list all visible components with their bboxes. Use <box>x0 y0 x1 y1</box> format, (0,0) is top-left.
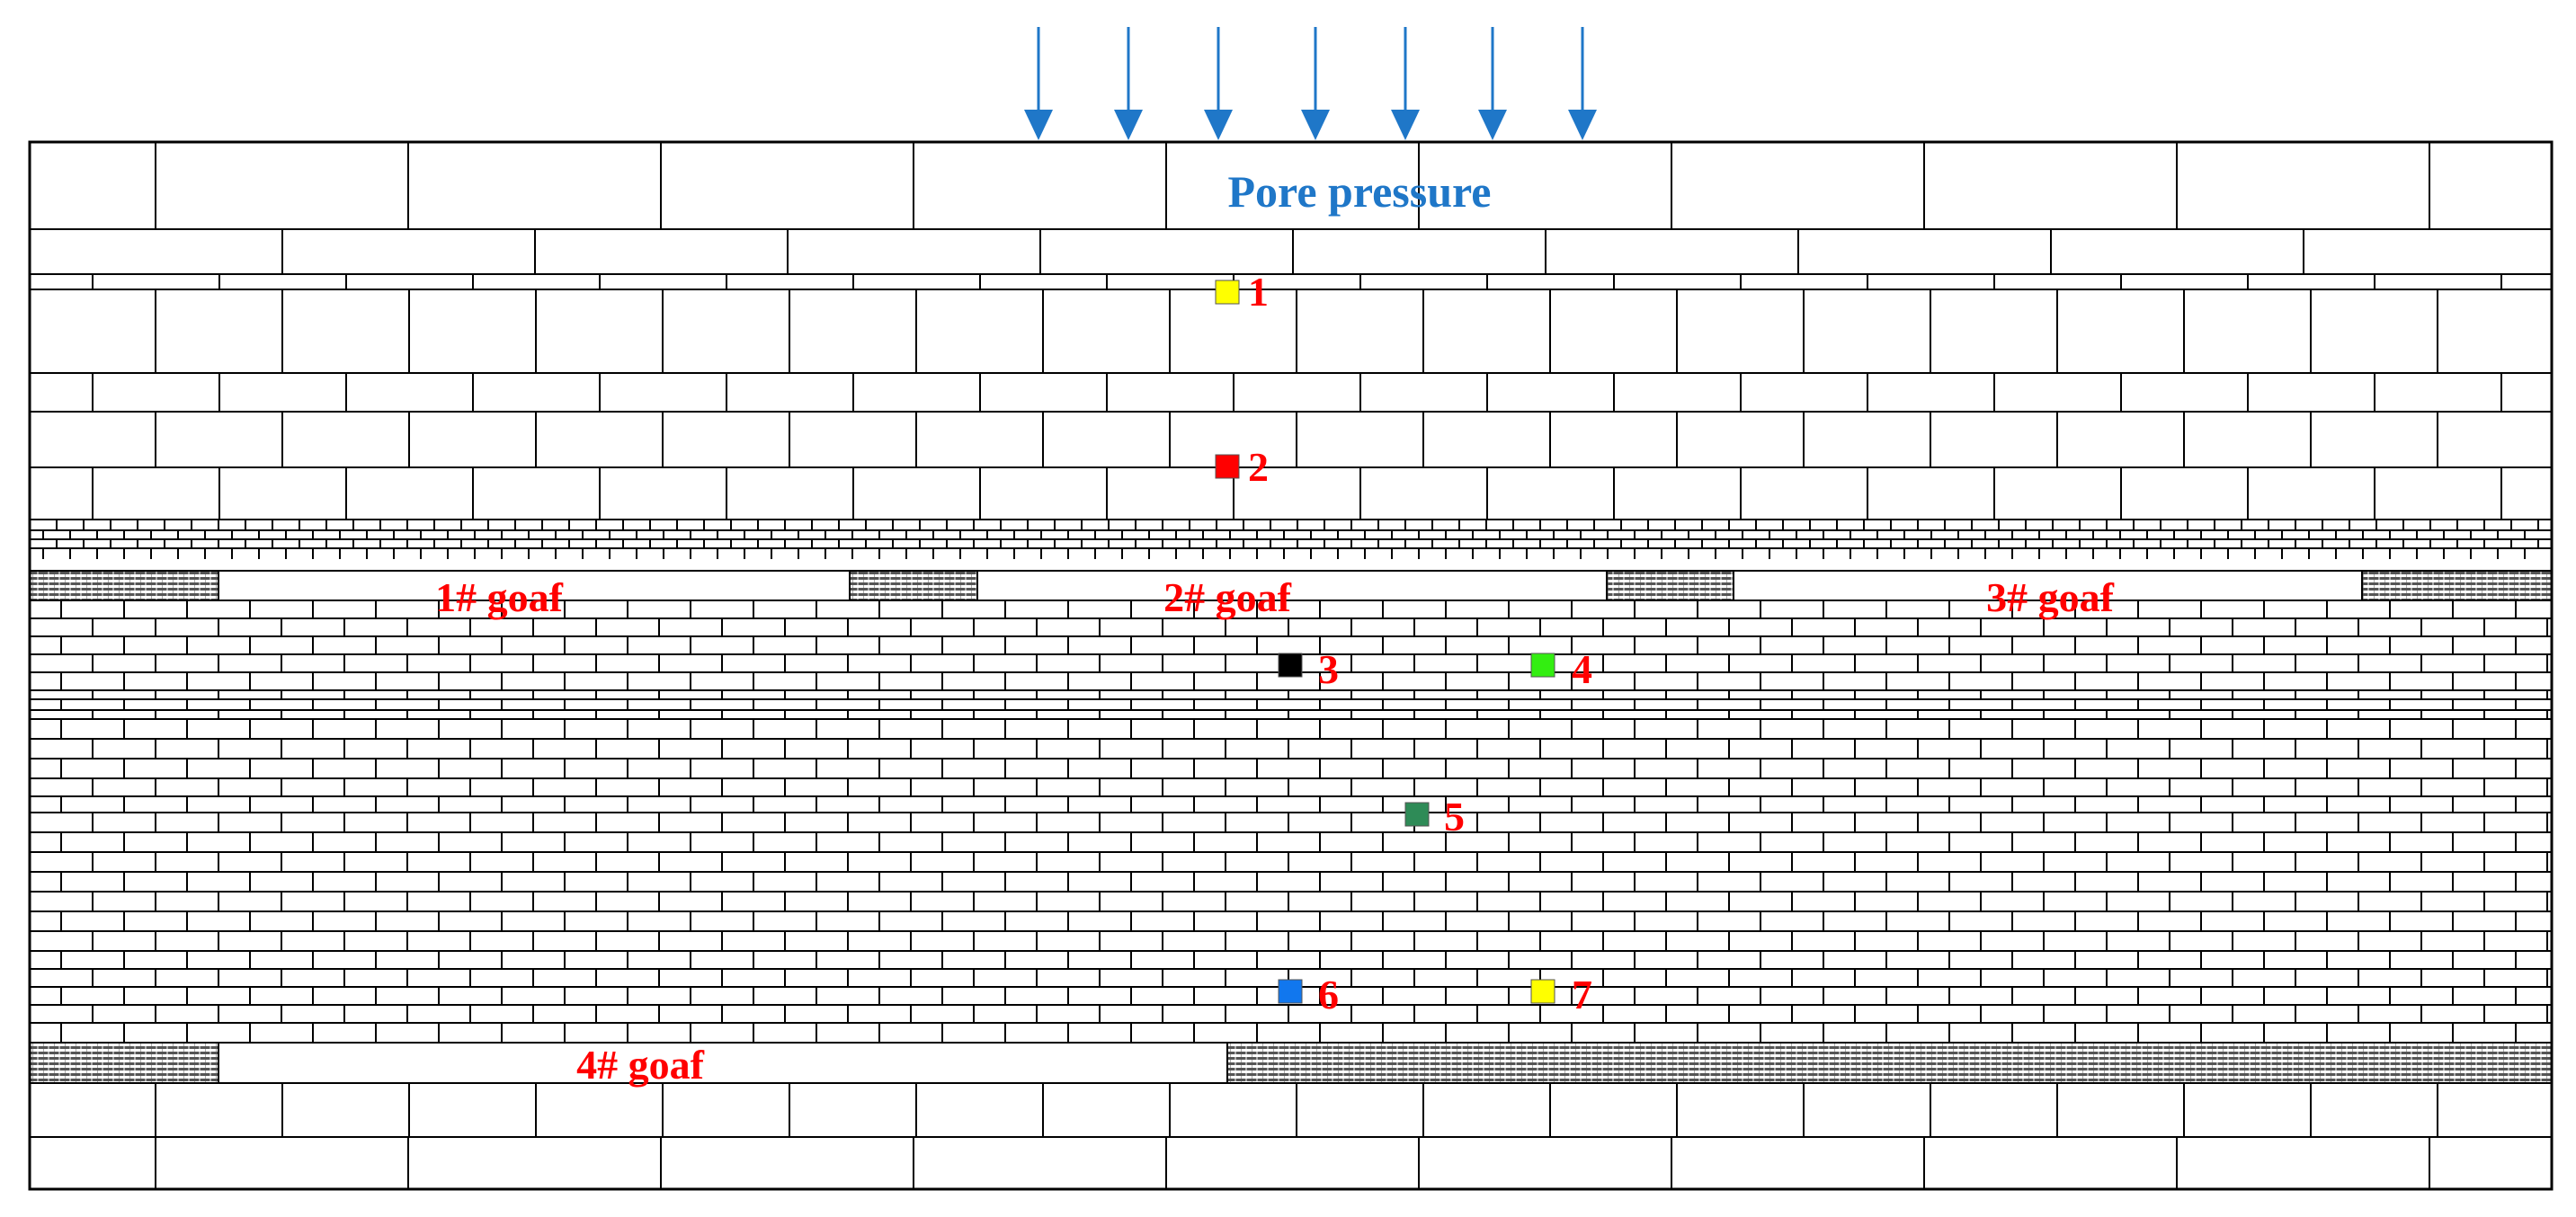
pore-pressure-arrows <box>1024 27 1597 140</box>
pressure-arrow-4 <box>1301 27 1330 140</box>
goaf-1-label: 1# goaf <box>435 574 564 620</box>
pore-pressure-label: Pore pressure <box>1227 166 1491 217</box>
monitoring-point-6: 6 <box>1278 972 1339 1017</box>
goaf-4-label: 4# goaf <box>576 1042 705 1088</box>
monitoring-point-5: 5 <box>1404 794 1465 839</box>
pressure-arrow-3 <box>1204 27 1233 140</box>
svg-text:5: 5 <box>1444 794 1465 839</box>
svg-text:4: 4 <box>1572 646 1592 692</box>
svg-text:1: 1 <box>1248 269 1269 315</box>
svg-text:3: 3 <box>1318 646 1339 692</box>
pressure-arrow-2 <box>1114 27 1143 140</box>
monitoring-point-4: 4 <box>1530 646 1592 692</box>
monitoring-point-7: 7 <box>1530 972 1592 1017</box>
coal-seams <box>29 570 2553 1084</box>
svg-text:2: 2 <box>1248 444 1269 490</box>
monitoring-point-3: 3 <box>1278 646 1339 692</box>
svg-text:7: 7 <box>1572 972 1592 1017</box>
rock-strata <box>30 141 2552 1190</box>
pressure-arrow-1 <box>1024 27 1053 140</box>
pressure-arrow-5 <box>1391 27 1420 140</box>
model-boundary <box>28 140 2554 1191</box>
goaf-voids <box>218 570 2363 1084</box>
goaf-3-label: 3# goaf <box>1986 574 2115 620</box>
pressure-arrow-6 <box>1478 27 1507 140</box>
monitoring-point-2: 2 <box>1215 444 1269 490</box>
svg-text:6: 6 <box>1318 972 1339 1017</box>
goaf-2-label: 2# goaf <box>1163 574 1292 620</box>
pressure-arrow-7 <box>1568 27 1597 140</box>
monitoring-point-1: 1 <box>1215 269 1269 315</box>
